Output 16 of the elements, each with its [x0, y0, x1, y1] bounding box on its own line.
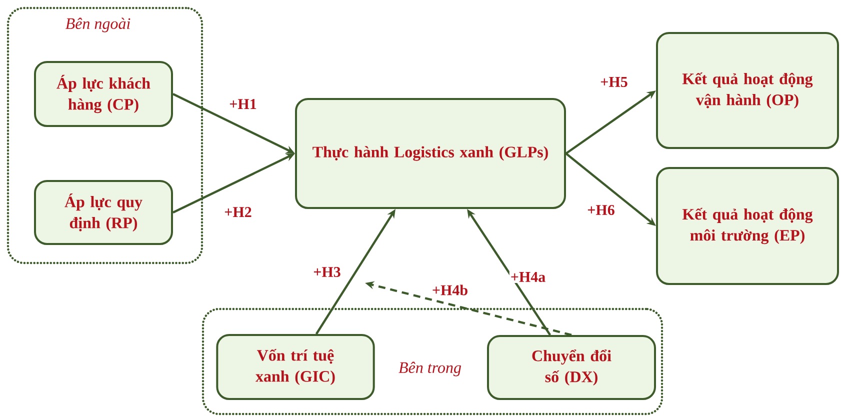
- concept-box: Kết quả hoạt động vận hành (OP): [656, 32, 839, 149]
- concept-box: Vốn trí tuệ xanh (GIC): [216, 334, 375, 400]
- edge-label: +H1: [228, 98, 258, 110]
- edge-label: +H6: [586, 204, 616, 216]
- concept-box: Áp lực khách hàng (CP): [34, 61, 173, 127]
- concept-box: Thực hành Logistics xanh (GLPs): [295, 98, 566, 209]
- edge-label: +H3: [312, 266, 342, 278]
- group-heading: Bên trong: [398, 360, 462, 378]
- edge-label: +H2: [223, 206, 253, 218]
- edge-label: +H4b: [430, 284, 470, 296]
- concept-box: Kết quả hoạt động môi trường (EP): [656, 167, 839, 285]
- concept-box: Chuyển đổi số (DX): [487, 335, 656, 400]
- concept-box: Áp lực quy định (RP): [34, 180, 173, 245]
- edge-label: +H4a: [509, 271, 547, 284]
- edge-label: +H5: [599, 76, 629, 88]
- group-heading: Bên ngoài: [64, 16, 132, 34]
